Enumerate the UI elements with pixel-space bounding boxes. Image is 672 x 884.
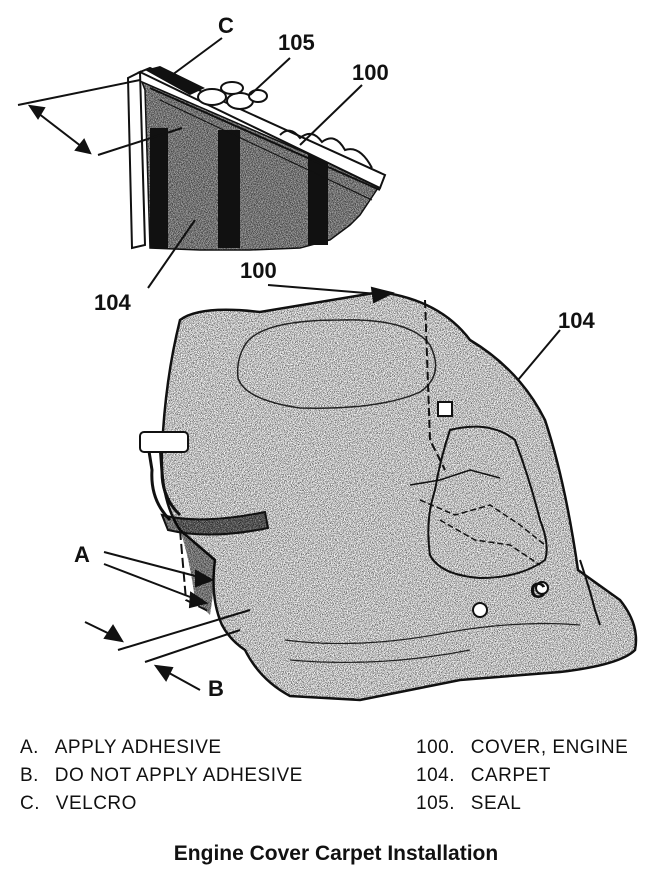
legend-item: A. APPLY ADHESIVE [20,734,303,762]
fastener [472,602,488,618]
engine-cover-velcro [162,512,268,535]
detail-carpet-fold [308,150,328,245]
callout-105: 105 [278,30,315,55]
detail-seal [197,81,268,110]
engine-cover-inner-housing [427,425,548,580]
detail-cover-wall [126,70,147,250]
callout-100-top: 100 [352,60,389,85]
legend-key: B. [20,765,39,786]
callout-c-lower: C [530,578,546,603]
engine-cover-body [161,292,636,700]
legend-text: DO NOT APPLY ADHESIVE [54,765,303,786]
legend-letters: A. APPLY ADHESIVE B. DO NOT APPLY ADHESI… [20,734,303,818]
legend-key: C. [20,793,40,814]
engine-cover [139,290,638,702]
detail-carpet-fold [218,130,240,248]
legend-key: 105. [416,793,455,814]
legend-numbers: 100. COVER, ENGINE 104. CARPET 105. SEAL [416,734,628,818]
legend-text: APPLY ADHESIVE [54,737,222,758]
callout-b: B [208,676,224,701]
detail-dimension-arrow [17,79,183,156]
callout-100-mid: 100 [240,258,277,283]
detail-section [17,37,387,289]
callout-a: A [74,542,90,567]
figure-caption: Engine Cover Carpet Installation [173,842,499,865]
engine-cover-diagram: C 105 100 104 100 104 A B C [17,13,638,702]
legend-item: 105. SEAL [416,790,628,818]
legend-text: SEAL [470,793,522,814]
legend-item: 104. CARPET [416,762,628,790]
callout-c: C [218,13,234,38]
detail-carpet-fold [150,128,168,248]
legend-key: A. [20,737,39,758]
legend-item: B. DO NOT APPLY ADHESIVE [20,762,303,790]
legend-text: VELCRO [55,793,137,814]
legend-key: 100. [416,737,455,758]
callout-104-left: 104 [94,290,131,315]
legend-item: C. VELCRO [20,790,303,818]
detail-velcro-strip [145,66,205,95]
legend-text: COVER, ENGINE [470,737,629,758]
fastener [535,581,549,595]
legend-item: 100. COVER, ENGINE [416,734,628,762]
callout-104-right: 104 [558,308,595,333]
engine-cover-top-panel [236,319,437,409]
legend-key: 104. [416,765,455,786]
legend-text: CARPET [470,765,551,786]
